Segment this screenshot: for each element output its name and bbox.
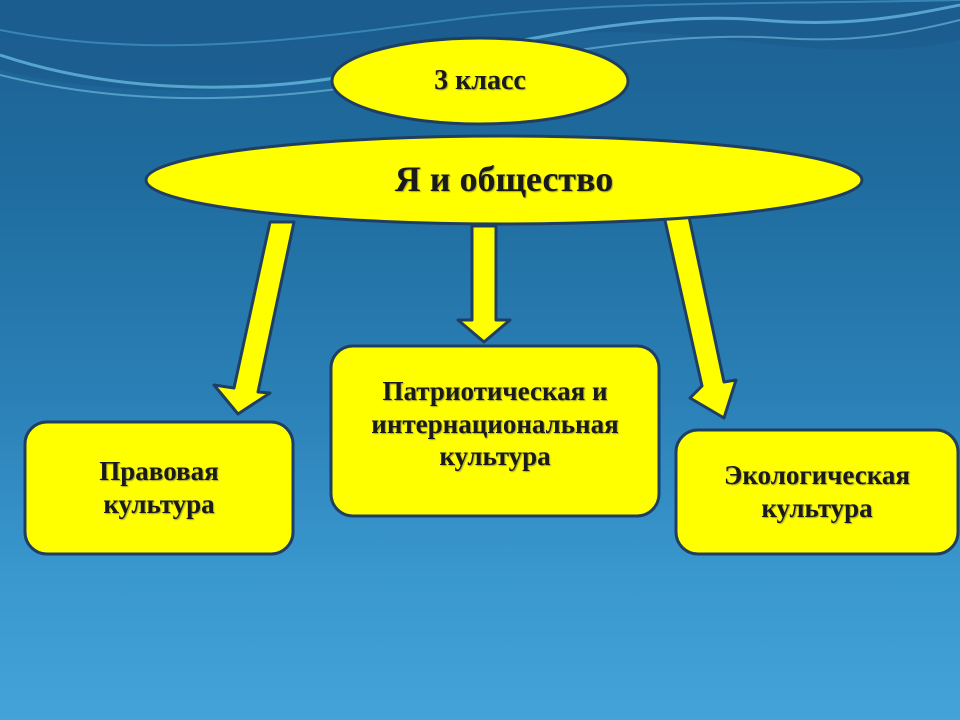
box-pravovaya	[23, 420, 295, 556]
branch-label-ekologicheskaya: Экологическая культура	[676, 430, 958, 554]
branch-line: Экологическая	[724, 460, 910, 491]
arrow-center	[456, 224, 512, 344]
branch-line: Патриотическая и	[382, 375, 608, 406]
branch-line: интернациональная	[371, 408, 619, 439]
branch-line: культура	[103, 489, 215, 519]
topic-ellipse	[144, 134, 864, 226]
arrow-left	[212, 220, 296, 416]
branch-label-patrioticheskaya: Патриотическая и интернациональная культ…	[331, 346, 659, 516]
branch-line: культура	[761, 493, 873, 523]
branch-line: Правовая	[99, 456, 219, 487]
box-ekologicheskaya	[674, 428, 960, 556]
branch-label-pravovaya: Правовая культура	[25, 422, 293, 554]
grade-ellipse	[330, 36, 630, 126]
branch-line: культура	[439, 441, 551, 472]
grade-label: 3 класс	[434, 64, 526, 96]
box-patrioticheskaya	[329, 344, 661, 518]
main-topic-label: Я и общество	[394, 159, 614, 200]
arrow-right	[662, 210, 738, 420]
